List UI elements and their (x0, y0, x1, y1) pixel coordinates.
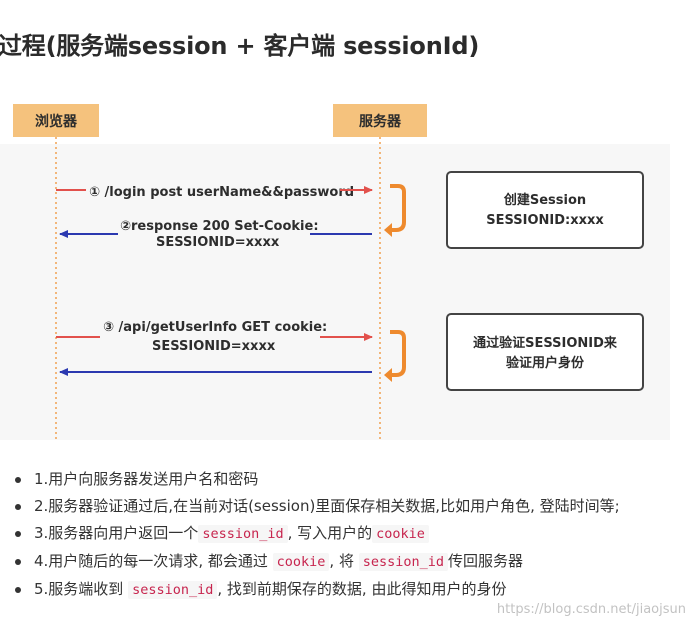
step-5-text-b: , 找到前期保存的数据, 由此得知用户的身份 (217, 580, 507, 598)
note-create-session-line1: 创建Session (503, 192, 586, 208)
watermark: https://blog.csdn.net/jiaojsun (496, 602, 686, 617)
step-2-text: 2.服务器验证通过后,在当前对话(session)里面保存相关数据,比如用户角色… (34, 497, 620, 515)
message-1-label: ① /login post userName&&password (89, 185, 354, 200)
note-verify-session-box (446, 313, 644, 391)
steps-list: 1.用户向服务器发送用户名和密码 2.服务器验证通过后,在当前对话(sessio… (0, 466, 700, 604)
actor-browser-label: 浏览器 (35, 113, 78, 130)
server-process-1-arrowhead (384, 223, 392, 237)
step-5: 5.服务端收到 session_id, 找到前期保存的数据, 由此得知用户的身份 (15, 576, 700, 604)
step-4-text-c: 传回服务器 (448, 552, 524, 570)
code-cookie: cookie (272, 553, 330, 571)
actor-server: 服务器 (333, 104, 427, 137)
actor-browser-box (13, 104, 99, 137)
step-4-text-a: 4.用户随后的每一次请求, 都会通过 (34, 552, 268, 570)
message-2-label-line2: SESSIONID=xxxx (156, 235, 280, 250)
code-session-id: session_id (198, 525, 288, 543)
step-3-text-b: , 写入用户的 (287, 524, 373, 542)
code-session-id: session_id (358, 553, 449, 571)
sequence-diagram-svg: 浏览器 服务器 ① /login post userName&&password… (13, 104, 644, 440)
step-4-text-b: , 将 (329, 552, 354, 570)
session-sequence-diagram: 浏览器 服务器 ① /login post userName&&password… (0, 94, 700, 446)
section-heading: 过程(服务端session + 客户端 sessionId) (0, 32, 480, 60)
step-1: 1.用户向服务器发送用户名和密码 (15, 466, 700, 493)
step-1-text: 1.用户向服务器发送用户名和密码 (34, 470, 259, 488)
note-verify-session-line2: 验证用户身份 (506, 355, 585, 371)
code-cookie: cookie (372, 525, 429, 543)
note-create-session: 创建Session SESSIONID:xxxx (446, 171, 644, 249)
server-process-2-arrowhead (384, 368, 392, 382)
note-verify-session-line1: 通过验证SESSIONID来 (473, 335, 618, 351)
message-2-label-line1: ②response 200 Set-Cookie: (120, 219, 319, 234)
note-create-session-box (446, 171, 644, 249)
actor-browser: 浏览器 (13, 104, 99, 137)
message-3-label-line1: ③ /api/getUserInfo GET cookie: (103, 320, 327, 335)
message-3-label-line2: SESSIONID=xxxx (152, 339, 276, 354)
step-3-text-a: 3.服务器向用户返回一个 (34, 524, 199, 542)
note-verify-session: 通过验证SESSIONID来 验证用户身份 (446, 313, 644, 391)
note-create-session-line2: SESSIONID:xxxx (486, 213, 604, 228)
step-2: 2.服务器验证通过后,在当前对话(session)里面保存相关数据,比如用户角色… (15, 493, 700, 520)
step-5-text-a: 5.服务端收到 (34, 580, 124, 598)
server-process-2-arrow (390, 330, 406, 377)
actor-server-label: 服务器 (359, 113, 402, 130)
code-session-id: session_id (128, 581, 218, 599)
actor-server-box (333, 104, 427, 137)
server-process-1-arrow (390, 184, 406, 232)
